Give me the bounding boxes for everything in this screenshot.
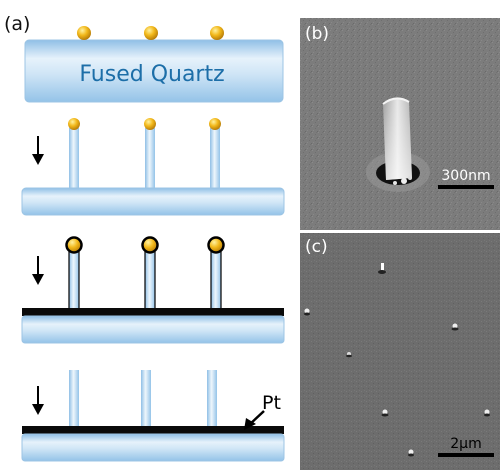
quartz-pillar: [144, 249, 156, 311]
gold-nanoparticle: [144, 118, 156, 130]
pt-layer: [22, 308, 284, 316]
step-2-etched-pillars: [21, 118, 285, 216]
panel-b-label: (b): [305, 24, 329, 44]
scale-bar-b: [438, 185, 494, 189]
panel-c: (c) 2μm: [300, 233, 500, 470]
quartz-pillar: [68, 249, 80, 311]
panel-b: (b) 300nm: [300, 18, 500, 230]
gold-nanoparticle: [209, 118, 221, 130]
quartz-substrate: [21, 187, 285, 216]
quartz-pillar: [207, 370, 217, 436]
gold-nanoparticle: [77, 26, 91, 40]
pillar-dot-shadow: [378, 270, 386, 274]
pillar-dot-shadow: [484, 413, 490, 417]
debris: [408, 176, 412, 180]
pillar-dot: [408, 449, 414, 455]
quartz-pillar: [210, 249, 222, 311]
scale-bar-b-text: 300nm: [441, 168, 490, 184]
step-4-final-structure: Pt: [21, 370, 285, 462]
quartz-substrate: [21, 315, 285, 344]
panel-c-label: (c): [305, 237, 328, 257]
scale-bar-c: [438, 453, 494, 457]
quartz-pillar: [210, 128, 220, 190]
gold-nanoparticle: [210, 26, 224, 40]
nanopillar-shading: [383, 98, 412, 180]
panel-a: (a) Fused Quartz: [4, 13, 285, 462]
pillar-dot: [452, 323, 458, 329]
panel-a-label: (a): [4, 13, 30, 35]
down-arrow-icon: [32, 386, 44, 415]
down-arrow-icon: [32, 256, 44, 285]
pt-label: Pt: [262, 392, 281, 414]
quartz-substrate: [21, 433, 285, 462]
step-1-substrate-with-gold: Fused Quartz: [24, 26, 284, 103]
pt-coated-gold-nanoparticle: [141, 236, 159, 254]
scale-bar-c-text: 2μm: [450, 436, 481, 452]
pillar-dot-shadow: [451, 327, 459, 331]
gold-nanoparticle: [144, 26, 158, 40]
pillar-dot-shadow: [346, 354, 352, 358]
pt-layer: [22, 426, 284, 434]
down-arrow-icon: [32, 136, 44, 165]
step-3-pt-deposition: [21, 236, 285, 344]
quartz-pillar: [145, 128, 155, 190]
substrate-label: Fused Quartz: [79, 62, 224, 87]
pillar-dot: [304, 308, 310, 314]
debris: [401, 178, 407, 184]
pillar-dot: [382, 409, 388, 415]
quartz-pillar: [69, 370, 79, 436]
pillar-dot-shadow: [408, 453, 414, 457]
pillar-dot: [484, 409, 490, 415]
pillar-dot-shadow: [304, 312, 310, 316]
quartz-pillar: [69, 128, 79, 190]
pt-coated-gold-nanoparticle: [207, 236, 225, 254]
pillar-dots: [304, 263, 490, 457]
nanopillar-tip: [382, 97, 410, 105]
pillar-dot-shadow: [381, 413, 389, 417]
gold-nanoparticle: [68, 118, 80, 130]
pillar-dot: [381, 263, 384, 271]
fused-quartz-substrate: [24, 39, 284, 103]
pt-coated-gold-nanoparticle: [65, 236, 83, 254]
quartz-pillar: [141, 370, 151, 436]
debris: [393, 181, 397, 185]
sem-image-c: [300, 233, 500, 470]
pt-pointer-arrow-icon: [244, 410, 265, 430]
